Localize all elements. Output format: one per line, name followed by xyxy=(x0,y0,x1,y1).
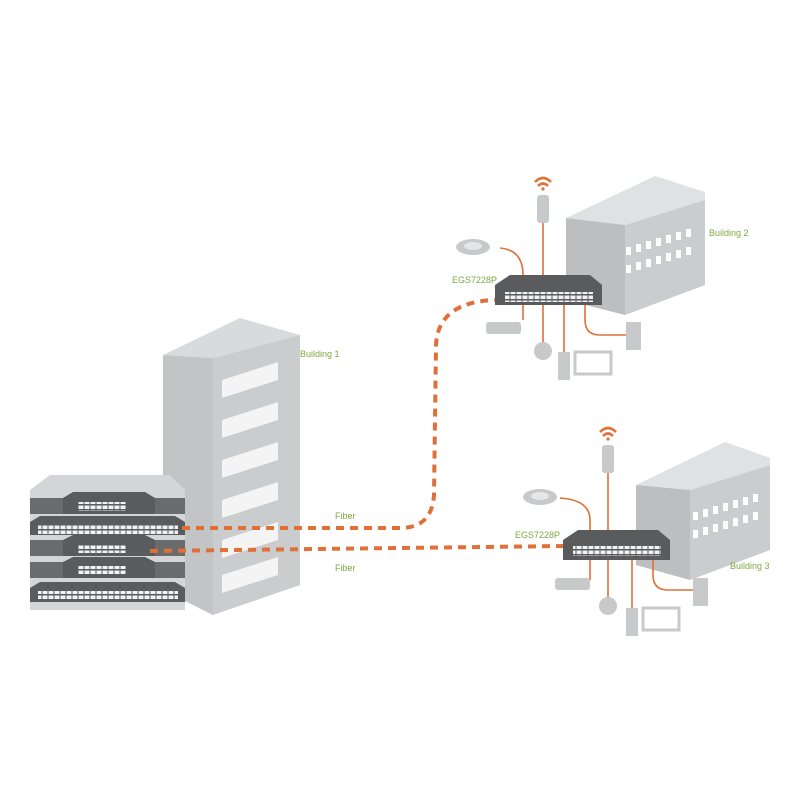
fiber-label-top: Fiber xyxy=(335,511,356,521)
dome-camera-icon xyxy=(534,342,552,360)
building-3-devices xyxy=(523,426,708,636)
building-3-label: Building 3 xyxy=(730,561,770,571)
building-2-label: Building 2 xyxy=(709,228,749,238)
wifi-signal-icon xyxy=(599,426,617,441)
dome-camera-icon xyxy=(599,597,617,615)
fiber-label-bottom: Fiber xyxy=(335,563,356,573)
outdoor-access-point-icon xyxy=(602,445,614,473)
building-1-windows xyxy=(222,362,278,593)
wifi-signal-icon xyxy=(534,176,552,191)
building-1-label: Building 1 xyxy=(300,349,340,359)
bullet-camera-icon xyxy=(486,322,521,334)
server-icon xyxy=(693,578,708,606)
fiber-link-building-2 xyxy=(182,298,496,530)
desktop-tower-icon xyxy=(558,352,570,380)
core-switch-rack xyxy=(30,475,185,610)
server-icon xyxy=(626,322,641,350)
monitor-icon xyxy=(573,350,613,376)
switch-building-2-label: EGS7228P xyxy=(452,275,497,285)
monitor-icon xyxy=(641,606,681,632)
outdoor-access-point-icon xyxy=(537,195,549,223)
bullet-camera-icon xyxy=(555,578,590,590)
desktop-tower-icon xyxy=(626,608,638,636)
switch-building-3-label: EGS7228P xyxy=(515,530,560,540)
building-2-devices xyxy=(456,176,641,380)
building-2 xyxy=(566,176,705,315)
